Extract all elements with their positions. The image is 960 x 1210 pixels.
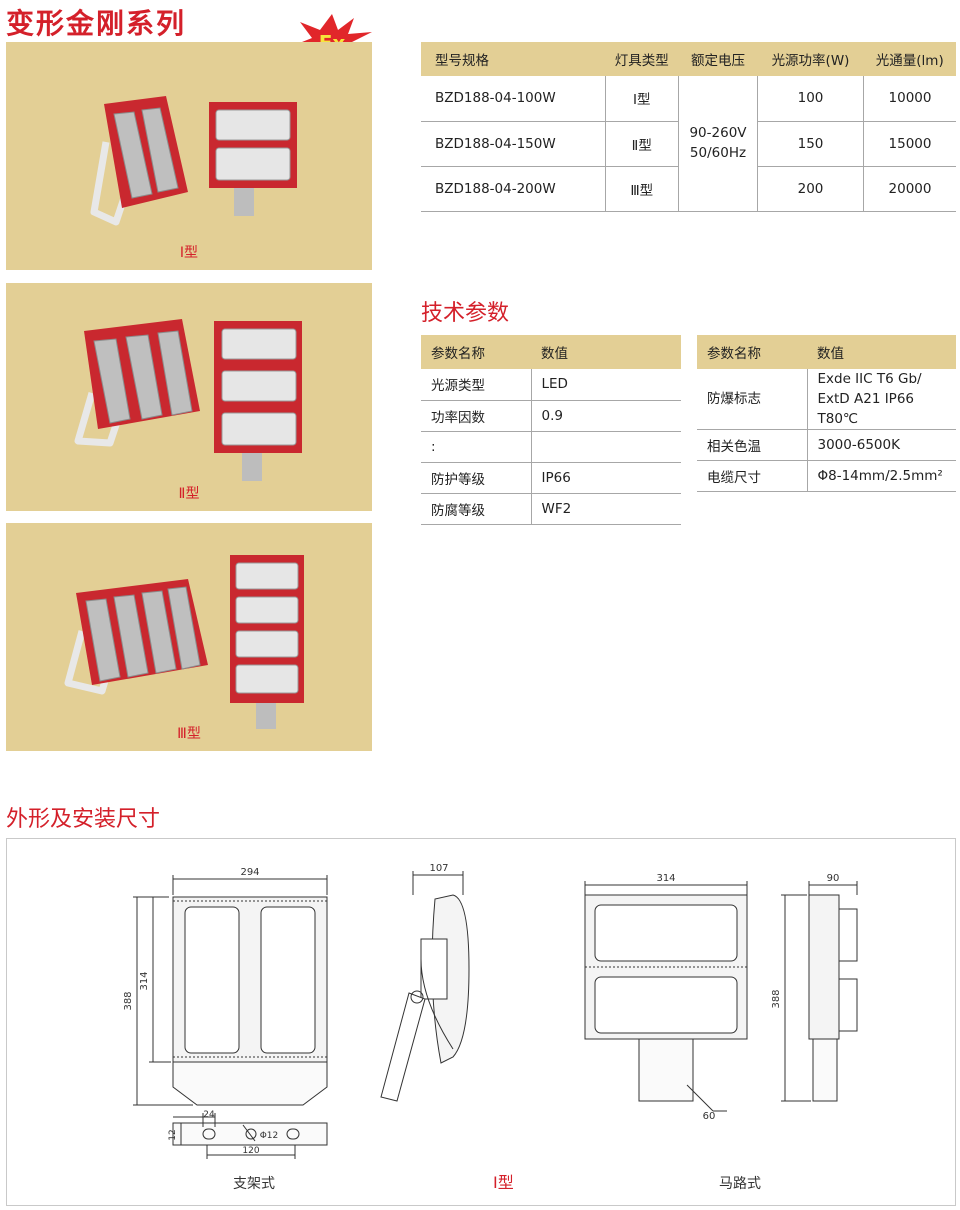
front-view-drawing bbox=[133, 875, 328, 1106]
param-name: : bbox=[421, 431, 532, 463]
tech-params-table-left: 参数名称 数值 光源类型 LED 功率因数 0.9 : 防护等级 IP66 防腐… bbox=[421, 335, 681, 525]
floodlight-image-type2 bbox=[74, 319, 302, 481]
page-title: 变形金刚系列 bbox=[6, 7, 187, 40]
param-name: 相关色温 bbox=[697, 429, 808, 461]
voltage-line2: 50/60Hz bbox=[689, 145, 747, 162]
param-name: 光源类型 bbox=[421, 369, 532, 401]
table-row: 电缆尺寸 Φ8-14mm/2.5mm² bbox=[697, 460, 956, 492]
model-cell: BZD188-04-100W bbox=[421, 76, 606, 122]
dimension-drawing-box: 294 388 314 24 12 Φ12 120 bbox=[6, 838, 956, 1206]
power-cell: 150 bbox=[757, 121, 865, 167]
flux-cell: 10000 bbox=[863, 76, 956, 122]
table-header: 参数名称 bbox=[697, 335, 807, 369]
table-row: 防爆标志 Exde IIC T6 Gb/ ExtD A21 IP66 T80℃ bbox=[697, 369, 956, 430]
floodlight-image-type3 bbox=[64, 555, 304, 729]
panel-label-type2: Ⅱ型 bbox=[178, 486, 200, 502]
dim-314-front: 314 bbox=[139, 971, 150, 990]
dim-388-front: 388 bbox=[123, 991, 134, 1010]
product-panel-type3: Ⅲ型 bbox=[6, 523, 372, 751]
technical-drawing: 294 388 314 24 12 Φ12 120 bbox=[123, 863, 858, 1159]
street-side-drawing bbox=[781, 881, 858, 1102]
type-cell: Ⅲ型 bbox=[605, 166, 680, 212]
floodlight-image-type1 bbox=[90, 96, 297, 226]
table-header-row: 参数名称 数值 bbox=[421, 335, 681, 369]
param-value bbox=[531, 431, 681, 463]
product-panel-type1: Ⅰ型 bbox=[6, 42, 372, 270]
model-cell: BZD188-04-200W bbox=[421, 166, 606, 212]
dim-12: 12 bbox=[168, 1129, 178, 1140]
table-header: 数值 bbox=[531, 335, 681, 369]
dim-314-street: 314 bbox=[656, 873, 675, 884]
param-value: Φ8-14mm/2.5mm² bbox=[807, 460, 956, 492]
param-name: 防爆标志 bbox=[697, 369, 808, 430]
tech-params-table-right: 参数名称 数值 防爆标志 Exde IIC T6 Gb/ ExtD A21 IP… bbox=[697, 335, 956, 492]
power-cell: 100 bbox=[757, 76, 865, 122]
table-row: 功率因数 0.9 bbox=[421, 400, 681, 432]
param-value: IP66 bbox=[531, 462, 681, 494]
table-row: 相关色温 3000-6500K bbox=[697, 429, 956, 461]
model-spec-table: 型号规格 灯具类型 额定电压 光源功率(W) 光通量(lm) BZD188-04… bbox=[421, 42, 956, 212]
dim-60: 60 bbox=[703, 1111, 716, 1122]
table-row: BZD188-04-200W Ⅲ型 200 20000 bbox=[421, 166, 956, 212]
tech-params-title: 技术参数 bbox=[421, 301, 510, 326]
table-header: 灯具类型 bbox=[605, 42, 679, 76]
explosion-mark-line2: ExtD A21 IP66 T80℃ bbox=[817, 391, 915, 427]
dim-90: 90 bbox=[827, 873, 840, 884]
table-row: 光源类型 LED bbox=[421, 369, 681, 401]
param-value: 3000-6500K bbox=[807, 429, 956, 461]
side-view-drawing bbox=[380, 871, 470, 1102]
street-front-drawing bbox=[584, 881, 748, 1112]
table-row: BZD188-04-150W Ⅱ型 150 15000 bbox=[421, 121, 956, 167]
caption-type: Ⅰ型 bbox=[493, 1173, 514, 1192]
param-value: 0.9 bbox=[531, 400, 681, 432]
param-name: 功率因数 bbox=[421, 400, 532, 432]
param-value: LED bbox=[531, 369, 681, 401]
flux-cell: 15000 bbox=[863, 121, 956, 167]
param-value: WF2 bbox=[531, 493, 681, 525]
product-panel-type2: Ⅱ型 bbox=[6, 283, 372, 511]
table-header: 参数名称 bbox=[421, 335, 531, 369]
voltage-cell: 90-260V 50/60Hz bbox=[678, 76, 759, 212]
panel-label-type1: Ⅰ型 bbox=[179, 245, 199, 261]
param-name: 防腐等级 bbox=[421, 493, 532, 525]
dim-294: 294 bbox=[240, 867, 259, 878]
table-header-row: 参数名称 数值 bbox=[697, 335, 956, 369]
explosion-mark-line1: Exde IIC T6 Gb/ bbox=[817, 371, 922, 387]
param-value: Exde IIC T6 Gb/ ExtD A21 IP66 T80℃ bbox=[807, 369, 956, 430]
table-row: 防腐等级 WF2 bbox=[421, 493, 681, 525]
dimensions-title: 外形及安装尺寸 bbox=[6, 807, 161, 832]
dim-388-street: 388 bbox=[771, 989, 782, 1008]
caption-street: 马路式 bbox=[719, 1176, 761, 1192]
table-row: 防护等级 IP66 bbox=[421, 462, 681, 494]
type-cell: Ⅱ型 bbox=[605, 121, 680, 167]
type-cell: Ⅰ型 bbox=[605, 76, 680, 122]
table-header: 数值 bbox=[807, 335, 956, 369]
flux-cell: 20000 bbox=[863, 166, 956, 212]
dim-24: 24 bbox=[203, 1110, 215, 1120]
dim-120: 120 bbox=[242, 1146, 259, 1156]
param-name: 防护等级 bbox=[421, 462, 532, 494]
table-header: 光通量(lm) bbox=[863, 42, 956, 76]
table-header: 光源功率(W) bbox=[757, 42, 864, 76]
model-cell: BZD188-04-150W bbox=[421, 121, 606, 167]
caption-bracket: 支架式 bbox=[233, 1176, 275, 1192]
table-header: 型号规格 bbox=[421, 42, 606, 76]
table-header-row: 型号规格 灯具类型 额定电压 光源功率(W) 光通量(lm) bbox=[421, 42, 956, 76]
table-row: : bbox=[421, 431, 681, 463]
panel-label-type3: Ⅲ型 bbox=[177, 726, 201, 742]
table-row: BZD188-04-100W Ⅰ型 90-260V 50/60Hz 100 10… bbox=[421, 76, 956, 212]
dim-hole: Φ12 bbox=[260, 1131, 279, 1141]
power-cell: 200 bbox=[757, 166, 865, 212]
table-header: 额定电压 bbox=[678, 42, 758, 76]
bracket-drawing bbox=[172, 1113, 328, 1159]
param-name: 电缆尺寸 bbox=[697, 460, 808, 492]
dim-107: 107 bbox=[429, 863, 448, 874]
voltage-line1: 90-260V bbox=[689, 125, 747, 142]
